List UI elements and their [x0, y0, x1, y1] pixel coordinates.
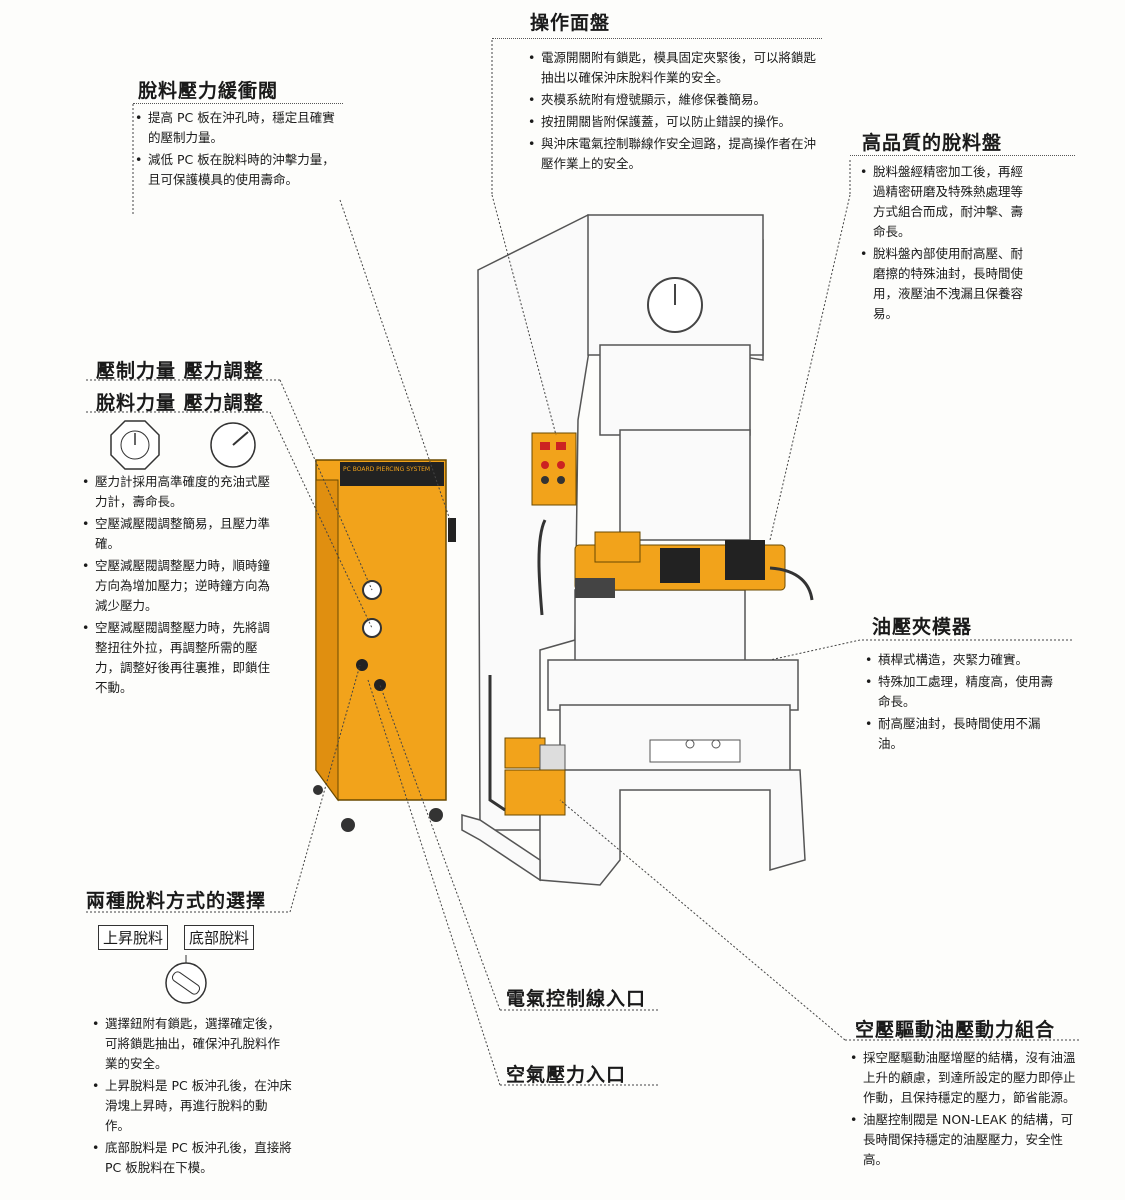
list-item: 空壓減壓閥調整簡易，且壓力準確。 — [82, 514, 282, 554]
stripping-mode-title: 兩種脫料方式的選擇 — [86, 890, 267, 912]
list-item: 特殊加工處理，精度高，使用壽命長。 — [865, 672, 1065, 712]
list-item: 採空壓驅動油壓增壓的結構，沒有油溫上升的顧慮，到達所設定的壓力即停止作動，且保持… — [850, 1048, 1082, 1108]
buffer-valve-title: 脫料壓力緩衝閥 — [138, 80, 279, 102]
list-item: 槓桿式構造，夾緊力確實。 — [865, 650, 1065, 670]
electrical-inlet-title: 電氣控制線入口 — [506, 988, 647, 1010]
hydraulic-clamp-list: 槓桿式構造，夾緊力確實。 特殊加工處理，精度高，使用壽命長。 耐高壓油封，長時間… — [865, 650, 1065, 756]
round-gauge-icon — [210, 422, 256, 468]
power-unit-list: 採空壓驅動油壓增壓的結構，沒有油溫上升的顧慮，到達所設定的壓力即停止作動，且保持… — [850, 1048, 1082, 1172]
press-machine — [461, 214, 806, 886]
stripper-plate-title: 高品質的脫料盤 — [862, 132, 1003, 154]
stripper-plate-list: 脫料盤經精密加工後，再經過精密研磨及特殊熱處理等方式組合而成，耐沖擊、壽命長。 … — [860, 162, 1035, 326]
list-item: 選擇鈕附有鎖匙，選擇確定後，可將鎖匙抽出，確保沖孔脫料作業的安全。 — [92, 1014, 292, 1074]
list-item: 耐高壓油封，長時間使用不漏油。 — [865, 714, 1065, 754]
octagon-gauge-icon — [110, 420, 160, 470]
air-inlet-title: 空氣壓力入口 — [506, 1064, 627, 1086]
option-up-label: 上昇脫料 — [98, 925, 169, 950]
divider — [850, 155, 1075, 156]
list-item: 壓力計採用高準確度的充油式壓力計，壽命長。 — [82, 472, 282, 512]
list-item: 上昇脫料是 PC 板沖孔後，在沖床滑塊上昇時，再進行脫料的動作。 — [92, 1076, 292, 1136]
buffer-valve-list: 提高 PC 板在沖孔時，穩定且確實的壓制力量。 減低 PC 板在脫料時的沖擊力量… — [135, 108, 340, 192]
list-item: 按扭開關皆附保護蓋，可以防止錯誤的操作。 — [528, 112, 820, 132]
list-item: 油壓控制閥是 NON-LEAK 的結構，可長時間保持穩定的油壓壓力，安全性高。 — [850, 1110, 1082, 1170]
list-item: 空壓減壓閥調整壓力時，順時鐘方向為增加壓力；逆時鐘方向為減少壓力。 — [82, 556, 282, 616]
divider — [133, 103, 343, 104]
list-item: 夾模系統附有燈號顯示，維修保養簡易。 — [528, 90, 820, 110]
press-gauge — [647, 277, 703, 333]
operation-panel-title: 操作面盤 — [530, 12, 611, 34]
selector-switch-icon — [165, 955, 207, 1004]
pressing-force-title: 壓制力量 壓力調整 — [96, 360, 264, 382]
divider — [492, 38, 822, 39]
list-item: 空壓減壓閥調整壓力時，先將調整扭往外拉，再調整所需的壓力，調整好後再往裏推，即鎖… — [82, 618, 282, 698]
list-item: 電源開關附有鎖匙，模具固定夾緊後，可以將鎖匙抽出以確保沖床脫料作業的安全。 — [528, 48, 820, 88]
cabinet-label: PC BOARD PIERCING SYSTEM — [343, 466, 430, 473]
list-item: 脫料盤經精密加工後，再經過精密研磨及特殊熱處理等方式組合而成，耐沖擊、壽命長。 — [860, 162, 1035, 242]
option-bottom-label: 底部脫料 — [184, 925, 255, 950]
operation-panel-list: 電源開關附有鎖匙，模具固定夾緊後，可以將鎖匙抽出以確保沖床脫料作業的安全。 夾模… — [528, 48, 820, 176]
yellow-cabinet — [313, 459, 456, 832]
pressure-adjust-list: 壓力計採用高準確度的充油式壓力計，壽命長。 空壓減壓閥調整簡易，且壓力準確。 空… — [82, 472, 282, 700]
power-pack — [488, 675, 566, 816]
press-control-panel — [531, 432, 577, 506]
list-item: 減低 PC 板在脫料時的沖擊力量，且可保護模具的使用壽命。 — [135, 150, 340, 190]
hydraulic-clamp-title: 油壓夾模器 — [872, 616, 973, 638]
power-unit-title: 空壓驅動油壓動力組合 — [855, 1019, 1056, 1041]
list-item: 與沖床電氣控制聯線作安全迴路，提高操作者在沖壓作業上的安全。 — [528, 134, 820, 174]
stripping-force-title: 脫料力量 壓力調整 — [96, 392, 264, 414]
stripping-mode-list: 選擇鈕附有鎖匙，選擇確定後，可將鎖匙抽出，確保沖孔脫料作業的安全。 上昇脫料是 … — [92, 1014, 292, 1180]
stripper-unit — [574, 531, 814, 601]
list-item: 提高 PC 板在沖孔時，穩定且確實的壓制力量。 — [135, 108, 340, 148]
list-item: 底部脫料是 PC 板沖孔後，直接將 PC 板脫料在下模。 — [92, 1138, 292, 1178]
list-item: 脫料盤內部使用耐高壓、耐磨擦的特殊油封，長時間使用，液壓油不洩漏且保養容易。 — [860, 244, 1035, 324]
